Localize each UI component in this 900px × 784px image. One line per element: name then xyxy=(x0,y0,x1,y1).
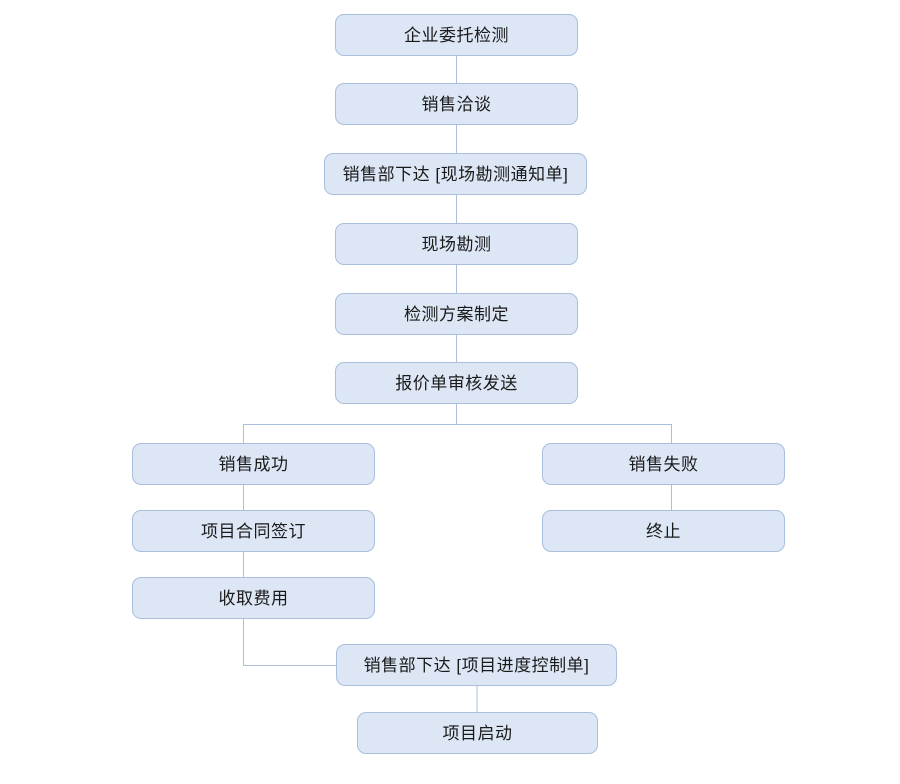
flowchart-node-label: 现场勘测 xyxy=(421,234,492,254)
flowchart-node[interactable]: 收取费用 xyxy=(132,577,375,619)
flowchart-node[interactable]: 项目合同签订 xyxy=(132,510,375,552)
flowchart-node[interactable]: 企业委托检测 xyxy=(335,14,578,56)
flowchart-node-label: 项目启动 xyxy=(442,723,513,743)
flowchart-node-label: 报价单审核发送 xyxy=(395,373,518,393)
flowchart-node[interactable]: 销售部下达 [现场勘测通知单] xyxy=(324,153,587,195)
flowchart-node[interactable]: 销售成功 xyxy=(132,443,375,485)
flowchart-node-label: 销售部下达 [项目进度控制单] xyxy=(363,655,590,675)
flowchart-node[interactable]: 现场勘测 xyxy=(335,223,578,265)
flowchart-node-label: 检测方案制定 xyxy=(404,304,509,324)
connector-n6-n8 xyxy=(456,404,672,443)
flowchart-node-label: 企业委托检测 xyxy=(404,25,509,45)
flowchart-node-label: 销售失败 xyxy=(628,454,699,474)
flowchart-node[interactable]: 检测方案制定 xyxy=(335,293,578,335)
flowchart-node-label: 销售成功 xyxy=(218,454,289,474)
flowchart-node-label: 销售部下达 [现场勘测通知单] xyxy=(342,164,569,184)
flowchart-node-label: 终止 xyxy=(646,521,681,541)
flowchart-node[interactable]: 报价单审核发送 xyxy=(335,362,578,404)
flowchart-node-label: 项目合同签订 xyxy=(201,521,306,541)
flowchart-node[interactable]: 项目启动 xyxy=(357,712,598,754)
connector-n11-n12 xyxy=(243,619,336,666)
flowchart-node[interactable]: 终止 xyxy=(542,510,785,552)
flowchart-node[interactable]: 销售失败 xyxy=(542,443,785,485)
flowchart-node-label: 收取费用 xyxy=(218,588,289,608)
flowchart-node-label: 销售洽谈 xyxy=(421,94,492,114)
flowchart-node[interactable]: 销售洽谈 xyxy=(335,83,578,125)
flowchart-node[interactable]: 销售部下达 [项目进度控制单] xyxy=(336,644,617,686)
connector-n6-n7 xyxy=(243,404,457,443)
